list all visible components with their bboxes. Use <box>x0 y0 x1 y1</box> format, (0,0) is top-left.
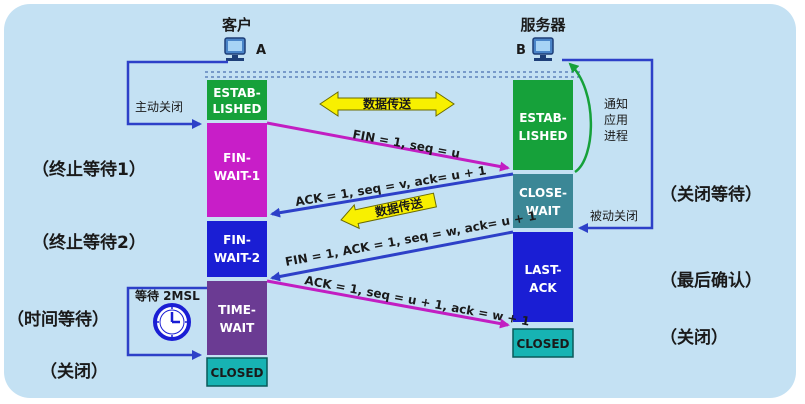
server-state-established: ESTAB- LISHED <box>513 80 573 170</box>
server-tag: B <box>516 43 526 58</box>
notify-app-label-3: 进程 <box>604 128 628 143</box>
client-tag: A <box>256 43 266 58</box>
client-state-time-wait: TIME- WAIT <box>207 281 267 355</box>
svg-text:ESTAB-: ESTAB- <box>213 86 261 100</box>
svg-text:FIN-: FIN- <box>223 233 251 247</box>
svg-text:WAIT-1: WAIT-1 <box>214 169 260 183</box>
passive-close-label: 被动关闭 <box>590 209 638 223</box>
left-label-time-wait: （时间等待） <box>7 309 109 330</box>
right-label-last-ack: （最后确认） <box>660 270 762 291</box>
passive-close-arrow <box>562 58 654 233</box>
message-arrow-fin-ack <box>270 230 514 282</box>
svg-text:ACK: ACK <box>529 281 557 295</box>
active-close-arrow <box>126 60 228 129</box>
right-label-closed: （关闭） <box>660 327 728 348</box>
left-label-fin-wait-1: （终止等待1） <box>32 159 146 180</box>
notify-app-label-1: 通知 <box>604 97 628 111</box>
server-state-last-ack: LAST- ACK <box>513 232 573 322</box>
data-transfer-arrow-top: 数据传送 <box>319 91 455 117</box>
message-arrow-fin-1 <box>266 121 510 172</box>
client-title: 客户 <box>221 16 252 34</box>
svg-text:WAIT-2: WAIT-2 <box>214 251 260 265</box>
time-wait-loop-arrow <box>126 286 207 360</box>
server-title: 服务器 <box>520 16 566 34</box>
svg-text:FIN-: FIN- <box>223 151 251 165</box>
svg-text:CLOSE-: CLOSE- <box>519 186 567 200</box>
client-state-fin-wait-2: FIN- WAIT-2 <box>207 221 267 277</box>
svg-text:CLOSED: CLOSED <box>516 337 569 351</box>
svg-text:LAST-: LAST- <box>525 263 562 277</box>
svg-text:WAIT: WAIT <box>220 321 255 335</box>
svg-text:WAIT: WAIT <box>526 204 561 218</box>
left-label-closed: （关闭） <box>40 361 108 382</box>
notify-app-arrow <box>568 62 593 174</box>
client-state-closed: CLOSED <box>206 357 268 387</box>
notify-app-label-2: 应用 <box>604 112 628 127</box>
clock-icon <box>153 303 191 341</box>
active-close-label: 主动关闭 <box>135 100 183 114</box>
left-label-fin-wait-2: （终止等待2） <box>32 232 146 253</box>
message-arrow-ack-1 <box>270 172 514 218</box>
svg-text:ESTAB-: ESTAB- <box>519 111 567 125</box>
svg-text:LISHED: LISHED <box>519 129 568 143</box>
client-state-established: ESTAB- LISHED <box>207 80 267 120</box>
right-label-close-wait: （关闭等待） <box>660 184 762 205</box>
svg-text:CLOSED: CLOSED <box>210 366 263 380</box>
wait-2msl-label: 等待 2MSL <box>134 288 200 303</box>
server-state-closed: CLOSED <box>512 328 574 358</box>
svg-text:LISHED: LISHED <box>213 102 262 116</box>
svg-text:TIME-: TIME- <box>218 303 256 317</box>
server-computer-icon <box>532 37 554 61</box>
client-state-fin-wait-1: FIN- WAIT-1 <box>207 123 267 217</box>
client-computer-icon <box>224 37 246 61</box>
svg-text:数据传送: 数据传送 <box>363 96 412 111</box>
server-state-close-wait: CLOSE- WAIT <box>513 174 573 228</box>
message-arrow-ack-final <box>266 279 510 329</box>
